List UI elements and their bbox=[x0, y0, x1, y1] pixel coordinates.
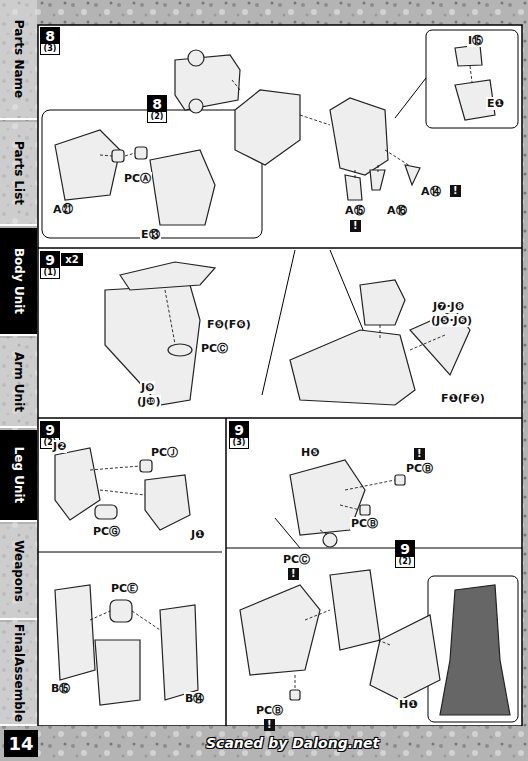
part-label: B⑮ bbox=[50, 682, 71, 695]
step-badge: 9(1) bbox=[40, 251, 60, 279]
part-label: (J❿) bbox=[136, 395, 161, 408]
part-label: PCⒶ bbox=[123, 172, 152, 185]
part-label: PCⒸ bbox=[200, 342, 229, 355]
step-badge: 9(3) bbox=[229, 421, 249, 449]
part-label: PCⒷ bbox=[405, 462, 434, 475]
quantity-badge: x2 bbox=[61, 253, 83, 266]
caution-mark: ! bbox=[414, 448, 425, 460]
node-title: Arm Unit bbox=[12, 352, 26, 412]
part-label: I⑮ bbox=[467, 34, 484, 47]
node-title: Parts Name bbox=[12, 20, 26, 98]
section-tab: Arm Unit bbox=[0, 338, 37, 428]
part-label: E⑬ bbox=[140, 228, 161, 241]
step-badge: 9(2) bbox=[395, 540, 415, 568]
section-tab: Parts Name bbox=[0, 0, 37, 120]
page-number: 14 bbox=[4, 730, 38, 757]
part-label: J❼·J❽ bbox=[432, 300, 465, 313]
part-label: A⑮ bbox=[344, 204, 366, 217]
caution-mark: ! bbox=[264, 719, 275, 731]
part-label: E❶ bbox=[486, 97, 505, 110]
node-title: Weapons bbox=[12, 540, 26, 602]
part-label: A⑯ bbox=[386, 204, 408, 217]
node-sub: (3) bbox=[41, 44, 59, 54]
node-title: Body Unit bbox=[12, 248, 26, 314]
section-tab: Body Unit bbox=[0, 228, 37, 336]
section-tab: Weapons bbox=[0, 524, 37, 620]
node-sub: (2) bbox=[148, 112, 166, 122]
node-title: 8 bbox=[148, 96, 166, 112]
section-tab: Parts List bbox=[0, 122, 37, 226]
node-title: 9 bbox=[41, 422, 59, 438]
part-label: J❶ bbox=[190, 528, 205, 541]
section-tab: FinalAssemble bbox=[0, 622, 37, 726]
part-label: PCⒷ bbox=[255, 704, 284, 717]
part-label: PCⒿ bbox=[150, 446, 179, 459]
part-label: H❶ bbox=[398, 698, 419, 711]
part-label: PCⒺ bbox=[110, 582, 139, 595]
section-tab: Leg Unit bbox=[0, 430, 37, 522]
node-sub: (3) bbox=[230, 438, 248, 448]
part-label: (J❺·J❻) bbox=[430, 314, 473, 327]
step-badge: 8(2) bbox=[147, 95, 167, 123]
node-title: 9 bbox=[230, 422, 248, 438]
node-title: 14 bbox=[8, 733, 33, 754]
watermark: Scaned by Dalong.net bbox=[205, 737, 380, 750]
part-label: J❷ bbox=[52, 440, 67, 453]
node-title: 9 bbox=[41, 252, 59, 268]
node-title: Parts List bbox=[12, 141, 26, 205]
node-title: 9 bbox=[396, 541, 414, 557]
node-title: FinalAssemble bbox=[12, 624, 26, 722]
part-label: PCⒼ bbox=[92, 525, 121, 538]
part-label: A㉑ bbox=[52, 203, 74, 216]
part-label: J❾ bbox=[140, 381, 155, 394]
part-label: B⑭ bbox=[184, 692, 205, 705]
node-title: x2 bbox=[65, 254, 78, 265]
node-title: 8 bbox=[41, 28, 59, 44]
node-title: Leg Unit bbox=[12, 447, 26, 504]
part-label: H❺ bbox=[300, 446, 321, 459]
caution-mark: ! bbox=[350, 220, 361, 232]
step-badge: 8(3) bbox=[40, 27, 60, 55]
part-label: F❺(F❻) bbox=[206, 318, 252, 331]
node-sub: (2) bbox=[396, 557, 414, 567]
part-label: A⑭ bbox=[420, 185, 442, 198]
part-label: PCⒷ bbox=[350, 517, 379, 530]
caution-mark: ! bbox=[288, 568, 299, 580]
caution-mark: ! bbox=[450, 185, 461, 197]
node-sub: (1) bbox=[41, 268, 59, 278]
part-label: F❶(F❷) bbox=[440, 392, 486, 405]
part-label: PCⒸ bbox=[282, 553, 311, 566]
